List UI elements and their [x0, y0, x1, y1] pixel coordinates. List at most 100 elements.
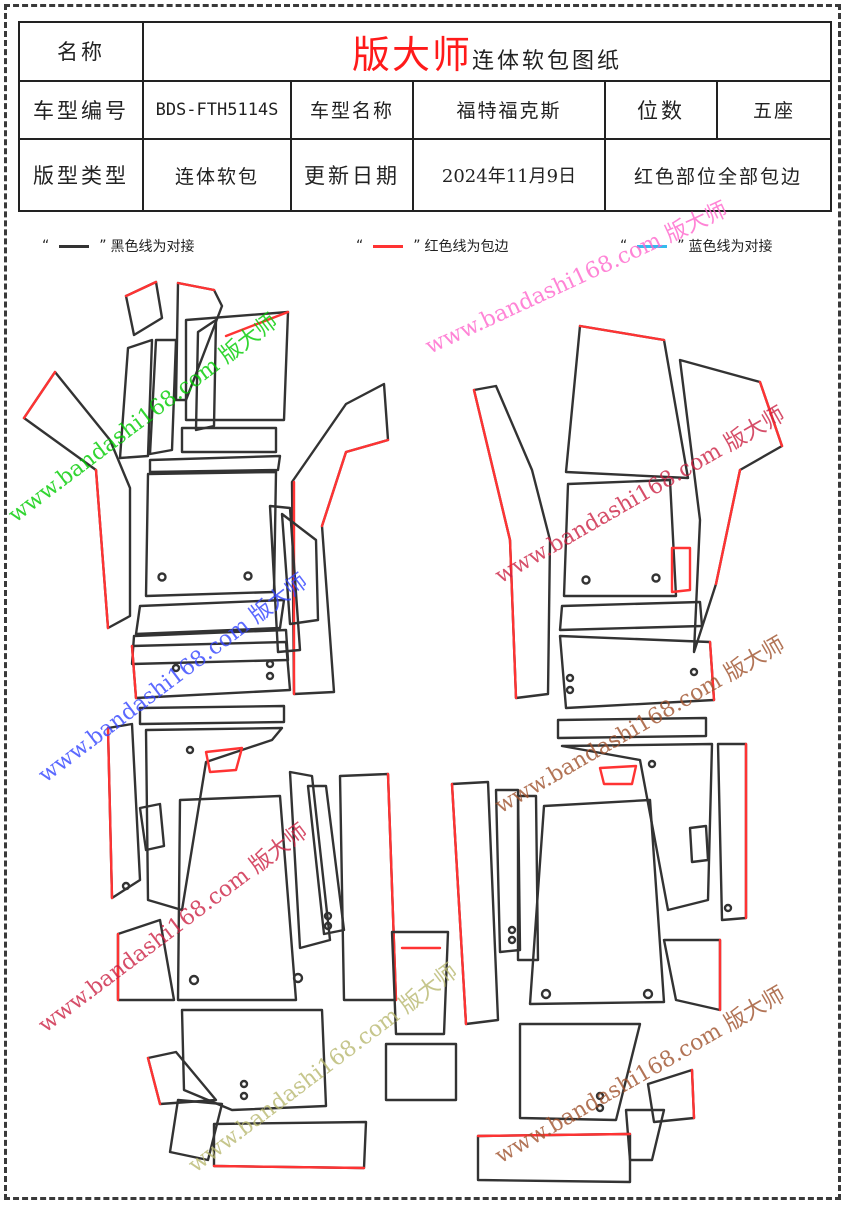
right-rear-area	[494, 742, 748, 1012]
piece-left-bar-1	[134, 598, 286, 636]
piece-left-bar-3-edge	[130, 644, 138, 700]
piece-tunnel-left-strip-edge	[450, 782, 468, 1026]
piece-right-door-edge	[472, 388, 518, 700]
hole	[188, 974, 200, 986]
piece-left-pillar-edge	[22, 370, 110, 630]
model-name-label: 车型名称	[290, 79, 414, 141]
right-front-area	[472, 324, 784, 710]
hole	[723, 903, 733, 913]
piece-right-bar-1	[558, 600, 704, 632]
bottom-area	[146, 1008, 696, 1184]
piece-right-rear-floor	[528, 798, 666, 1006]
hole	[157, 572, 167, 582]
hole	[265, 659, 275, 669]
piece-tunnel-top	[390, 930, 450, 1036]
piece-right-rear-bottom	[662, 938, 722, 1012]
hole	[647, 759, 657, 769]
piece-right-rear-arch	[598, 764, 638, 786]
hole	[292, 972, 304, 984]
piece-dash	[184, 310, 290, 422]
piece-top-small-1-edge	[124, 280, 158, 298]
hole	[595, 1103, 605, 1113]
seats-label: 位数	[604, 79, 718, 141]
hole	[565, 685, 575, 695]
piece-tunnel-bottom	[384, 1042, 458, 1102]
piece-left-rear-door-edge	[386, 772, 398, 1002]
update-date-value: 2024年11月9日	[412, 138, 606, 212]
edge-note: 红色部位全部包边	[604, 138, 832, 212]
legend-blue: “” 蓝色线为对接	[620, 238, 773, 255]
piece-left-rear-arm	[138, 802, 166, 852]
piece-right-tab	[670, 546, 692, 594]
piece-left-rear-side	[106, 722, 142, 900]
document-title: 版大师连体软包图纸	[142, 21, 832, 82]
hole	[323, 911, 333, 921]
legend-black: “” 黑色线为对接	[42, 238, 195, 255]
piece-bottom-left-bar-edge	[212, 1164, 366, 1170]
hole	[507, 935, 517, 945]
update-label: 更新日期	[290, 138, 414, 212]
hole	[595, 1091, 605, 1101]
legend-red: “” 红色线为包边	[356, 238, 509, 255]
piece-strip-left-mid	[138, 704, 286, 726]
hole	[185, 745, 195, 755]
left-front-area	[22, 280, 390, 700]
hole	[565, 673, 575, 683]
piece-left-rear-arch	[204, 746, 244, 774]
piece-bottom-right-flap-edge	[690, 1068, 696, 1120]
brand-name: 版大师	[351, 32, 472, 77]
type-label: 版型类型	[18, 138, 144, 212]
hole	[323, 921, 333, 931]
piece-left-rear-panel	[144, 726, 284, 912]
legend-black-text: 黑色线为对接	[110, 239, 195, 255]
hole	[642, 988, 654, 1000]
left-rear-area	[106, 722, 398, 1002]
piece-dash-edge	[224, 310, 290, 338]
hole	[581, 575, 591, 585]
piece-strip-2	[148, 454, 282, 474]
hole	[540, 988, 552, 1000]
piece-bottom-left-wedge	[168, 1098, 224, 1162]
legend-black-swatch	[59, 244, 90, 248]
legend-red-text: 红色线为包边	[424, 239, 509, 255]
piece-right-rear-tunnel-2	[516, 794, 540, 962]
hole	[239, 1091, 249, 1101]
piece-left-pillar	[22, 370, 132, 630]
info-table: 名称 版大师连体软包图纸 车型编号 BDS-FTH5114S 车型名称 福特福克…	[18, 21, 832, 212]
page-border	[4, 4, 841, 1200]
piece-strip-1	[180, 426, 278, 454]
piece-left-rear-tunnel-2	[306, 784, 346, 936]
model-code-label: 车型编号	[18, 79, 144, 141]
piece-bottom-left-flap-edge	[146, 1056, 162, 1106]
piece-left-rear-door	[338, 772, 398, 1002]
piece-left-door-inner	[268, 504, 302, 654]
piece-right-bar-2-edge	[708, 640, 716, 702]
piece-right-dash	[564, 324, 690, 480]
piece-left-rear-side-edge	[106, 726, 114, 900]
hole	[243, 571, 253, 581]
piece-top-small-1	[124, 280, 164, 337]
hole	[507, 925, 517, 935]
piece-top-small-5	[194, 318, 218, 432]
piece-top-small-4	[148, 338, 178, 456]
piece-left-rear-floor	[176, 794, 298, 1002]
piece-right-pillar-edge	[714, 380, 784, 586]
seats-value: 五座	[716, 79, 832, 141]
piece-strip-right-mid	[556, 716, 708, 740]
title-suffix: 连体软包图纸	[472, 48, 623, 74]
model-name-value: 福特福克斯	[412, 79, 606, 141]
piece-right-dash-edge	[578, 324, 666, 342]
type-value: 连体软包	[142, 138, 292, 212]
hole	[121, 881, 131, 891]
piece-left-door-inner-2	[280, 512, 320, 626]
piece-right-floor	[562, 478, 678, 598]
piece-right-rear-panel	[560, 742, 714, 912]
piece-bottom-right-bar-edge	[476, 1132, 632, 1138]
hole	[239, 1079, 249, 1089]
name-label: 名称	[18, 21, 144, 82]
piece-top-small-3	[118, 338, 154, 460]
hole	[651, 573, 661, 583]
piece-top-small-2-edge	[176, 281, 216, 292]
center-strips	[138, 704, 708, 740]
